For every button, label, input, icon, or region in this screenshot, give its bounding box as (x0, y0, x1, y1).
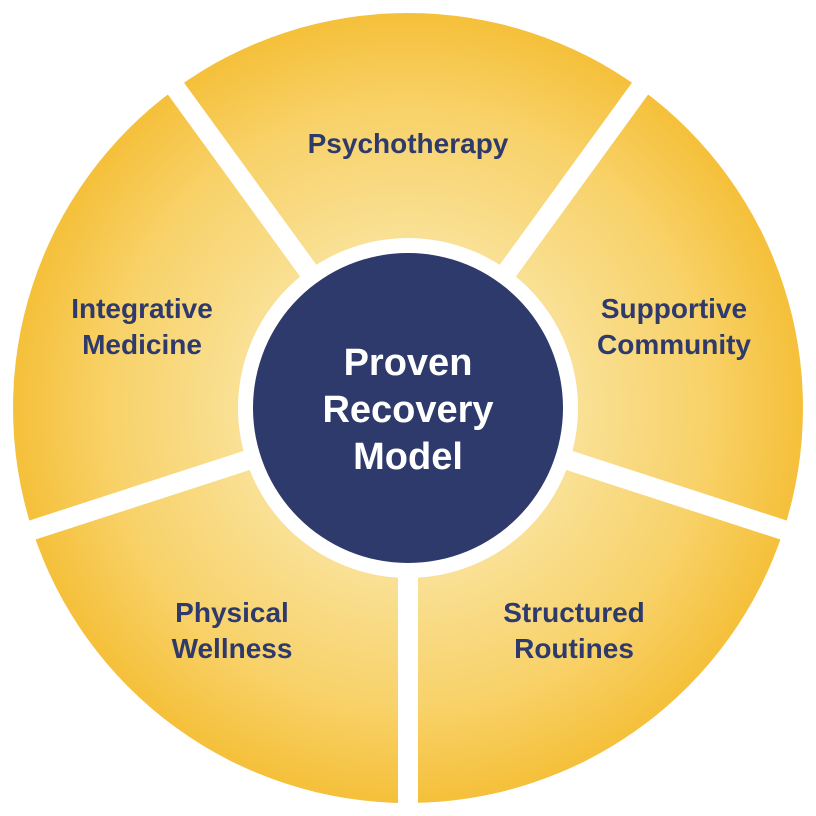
segment-label-integrative-medicine-line-2: Medicine (82, 329, 202, 360)
segment-label-structured-routines-line-1: Structured (503, 597, 645, 628)
segment-label-integrative-medicine-line-1: Integrative (71, 293, 213, 324)
center-label-line-1: Proven (344, 342, 473, 384)
segment-label-physical-wellness-line-1: Physical (175, 597, 289, 628)
segment-label-physical-wellness-line-2: Wellness (172, 633, 293, 664)
segment-label-supportive-community-line-2: Community (597, 329, 751, 360)
center-label-line-3: Model (353, 436, 463, 478)
center-disc (253, 253, 563, 563)
segment-label-supportive-community-line-1: Supportive (601, 293, 747, 324)
segment-label-structured-routines-line-2: Routines (514, 633, 634, 664)
center-label-line-2: Recovery (322, 389, 493, 431)
segment-label-psychotherapy: Psychotherapy (308, 128, 509, 159)
segment-psychotherapy (175, 13, 641, 409)
